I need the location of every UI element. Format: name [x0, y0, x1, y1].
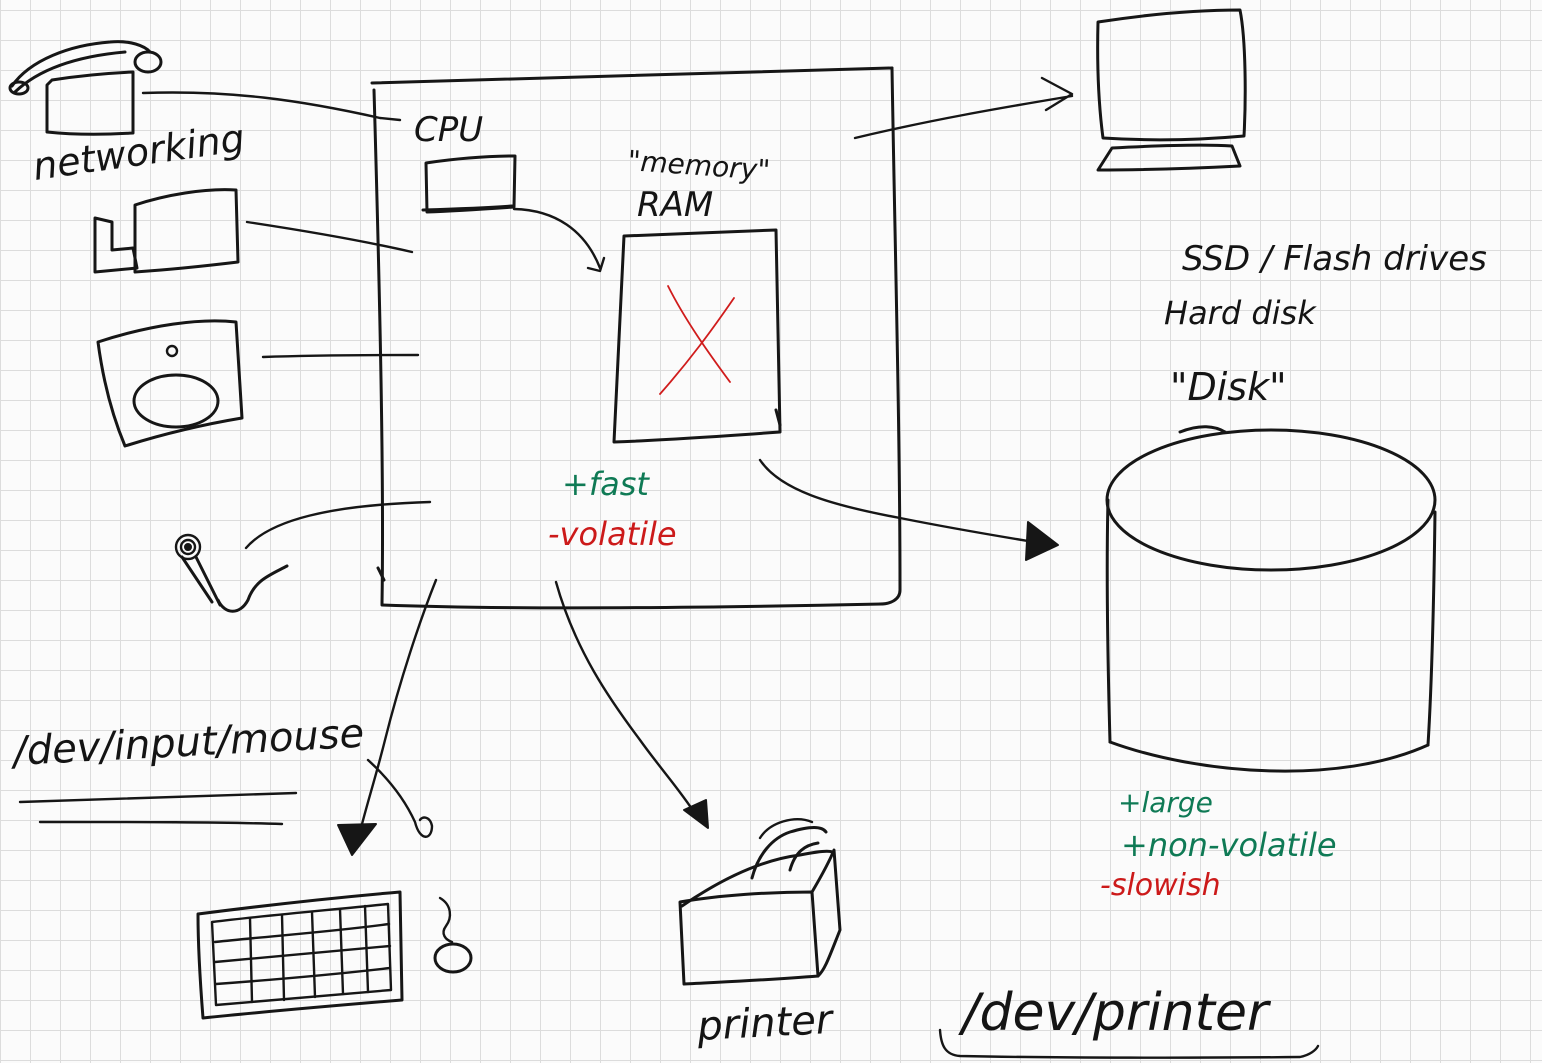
disk-label-3: "Disk"	[1170, 365, 1287, 409]
keyboard-icon	[196, 890, 404, 1020]
mouse-path-underline-2	[38, 820, 284, 826]
cpu-label: CPU	[414, 110, 483, 150]
box-to-printer-arrow	[554, 580, 698, 817]
telephone-icon	[8, 40, 163, 136]
monitor-icon	[1096, 8, 1247, 172]
disk-cylinder-icon	[1105, 425, 1437, 773]
mouse-path-label: /dev/input/mouse	[9, 711, 365, 775]
box-to-keyboard-arrow	[356, 578, 438, 842]
phone-connection	[141, 91, 402, 122]
cpu-chip	[421, 154, 517, 214]
ram-label: RAM	[637, 185, 713, 225]
camera-icon	[93, 188, 240, 274]
printer-path-label: /dev/printer	[958, 983, 1272, 1043]
box-to-printer-arrowhead	[683, 799, 709, 829]
disk-pro-label-2: +non-volatile	[1121, 826, 1337, 864]
computer-box	[370, 66, 902, 610]
printer-label: printer	[695, 997, 836, 1050]
box-to-keyboard-arrowhead	[337, 823, 377, 856]
keyboard-to-mouse-curve	[366, 758, 434, 838]
ram-pro-label: +fast	[562, 465, 650, 503]
printer-icon	[678, 818, 842, 986]
box-to-monitor-arrow	[853, 76, 1074, 140]
microphone-icon	[174, 533, 289, 613]
disk-con-label: -slowish	[1100, 868, 1221, 903]
mouse-icon	[433, 896, 473, 974]
camera-connection	[245, 220, 414, 254]
memory-label: "memory"	[627, 144, 772, 187]
ram-to-disk-arrowhead	[1025, 521, 1059, 561]
ram-chip	[612, 228, 782, 444]
printer-path-underline	[938, 1028, 1320, 1059]
cpu-to-ram-arrow	[512, 207, 606, 273]
speaker-connection	[261, 353, 420, 359]
disk-pro-label-1: +large	[1118, 786, 1213, 819]
disk-label-2: Hard disk	[1164, 294, 1317, 332]
ram-to-disk-arrow	[758, 458, 1042, 545]
speaker-icon	[96, 319, 244, 448]
disk-label-1: SSD / Flash drives	[1182, 239, 1487, 279]
ram-con-label: -volatile	[548, 515, 677, 553]
mouse-path-underline-1	[18, 791, 298, 804]
mic-connection	[244, 500, 432, 550]
networking-label: networking	[30, 116, 247, 189]
